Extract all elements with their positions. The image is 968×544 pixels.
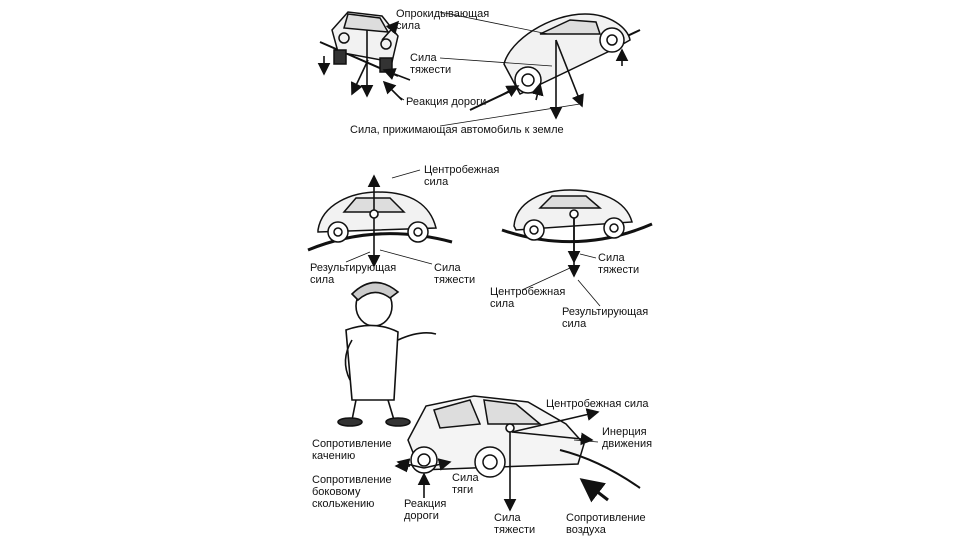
label-centrifugal-dip: Центробежная сила xyxy=(490,286,566,310)
label-gravity-bottom: Сила тяжести xyxy=(494,512,536,536)
label-air-resistance: Сопротивление воздуха xyxy=(566,512,646,536)
label-gravity-crest: Сила тяжести xyxy=(434,262,476,286)
sedan-force-arrows xyxy=(394,408,609,512)
label-resultant-crest: Результирующая сила xyxy=(310,262,397,286)
label-resultant-dip: Результирующая сила xyxy=(562,306,649,330)
label-side-slip-resistance: Сопротивление боковому скольжению xyxy=(312,474,392,510)
label-traction: Сила тяги xyxy=(452,472,479,496)
label-gravity-top: Сила тяжести xyxy=(410,52,452,76)
label-overturning-force: Опрокидывающая сила xyxy=(396,8,490,32)
label-centrifugal-crest: Центробежная сила xyxy=(424,164,500,188)
crest-force-arrows xyxy=(345,169,433,268)
crest-car xyxy=(307,191,453,252)
label-road-reaction-bottom: Реакция дороги xyxy=(404,498,447,522)
dip-force-arrows xyxy=(521,209,601,307)
label-rolling-resistance: Сопротивление качению xyxy=(312,438,392,462)
side-view-car-on-incline xyxy=(469,13,641,111)
label-road-reaction-top: Реакция дороги xyxy=(406,96,487,108)
front-view-car-on-slope xyxy=(319,11,399,77)
front-view-force-arrows xyxy=(317,20,411,101)
label-inertia: Инерция движения xyxy=(602,426,653,450)
presenter-figure xyxy=(337,281,437,427)
label-centrifugal-force: Центробежная сила xyxy=(546,398,649,410)
label-pressing-force: Сила, прижимающая автомобиль к земле xyxy=(350,124,564,136)
label-gravity-dip: Сила тяжести xyxy=(598,252,640,276)
sedan-car xyxy=(407,395,641,489)
side-view-force-arrows xyxy=(397,11,629,127)
